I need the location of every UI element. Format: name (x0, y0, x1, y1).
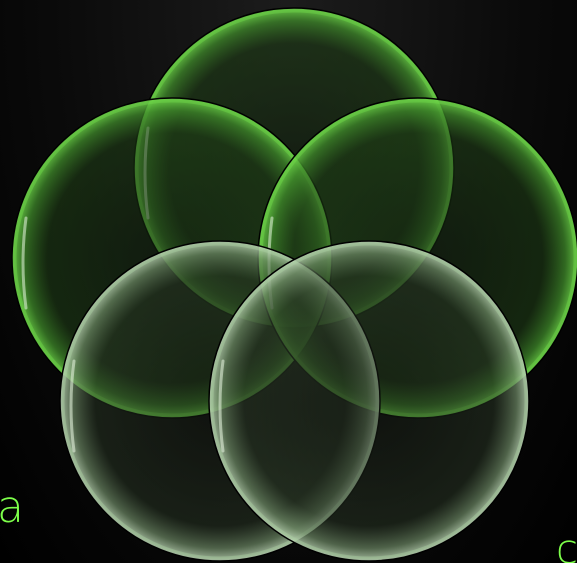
venn-label-left: a (0, 486, 24, 530)
venn-label-right: c (556, 530, 577, 563)
venn-circle-lower-right (209, 241, 529, 561)
